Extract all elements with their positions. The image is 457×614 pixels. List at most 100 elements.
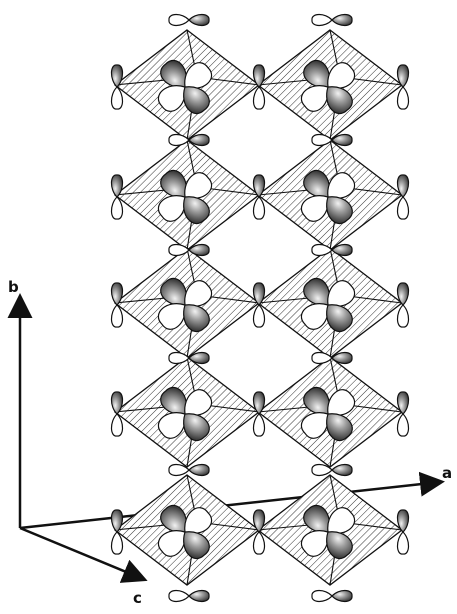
p-lobe-light xyxy=(168,133,190,147)
octahedron xyxy=(113,29,261,141)
a-axis xyxy=(19,471,445,530)
c-axis xyxy=(19,526,148,583)
d-lobe-light xyxy=(157,412,186,439)
d-orbital xyxy=(157,277,213,333)
d-lobe-light xyxy=(300,303,329,330)
p-lobe-light xyxy=(252,196,266,220)
d-lobe-dark xyxy=(303,59,330,88)
p-lobe-dark xyxy=(252,64,266,88)
d-lobe-light xyxy=(327,389,356,416)
bridging-p-orbital xyxy=(168,133,210,147)
p-lobe-light xyxy=(110,531,124,555)
d-orbital xyxy=(300,386,356,442)
d-lobe-light xyxy=(300,195,329,222)
p-lobe-light xyxy=(396,531,410,555)
bridging-p-orbital xyxy=(168,351,210,365)
d-orbital xyxy=(300,277,356,333)
octahedron xyxy=(113,247,261,359)
p-lobe-dark xyxy=(188,589,210,603)
bridging-p-orbital xyxy=(311,463,353,477)
d-lobe-dark xyxy=(183,304,210,333)
p-lobe-light xyxy=(168,243,190,257)
bridging-p-orbital xyxy=(311,243,353,257)
d-lobe-dark xyxy=(160,386,187,415)
d-orbital xyxy=(300,504,356,560)
d-lobe-dark xyxy=(326,304,353,333)
d-orbital xyxy=(157,504,213,560)
p-lobe-light xyxy=(168,351,190,365)
d-lobe-light xyxy=(300,412,329,439)
p-lobe-dark xyxy=(396,282,410,306)
p-lobe-dark xyxy=(110,391,124,415)
p-lobe-dark xyxy=(331,13,353,27)
bridging-p-orbital xyxy=(252,509,266,555)
octahedron xyxy=(256,29,404,141)
bridging-p-orbital xyxy=(396,282,410,328)
octahedron xyxy=(113,474,261,586)
p-lobe-light xyxy=(252,531,266,555)
bridging-p-orbital xyxy=(252,174,266,220)
d-lobe-dark xyxy=(183,196,210,225)
bridging-p-orbital xyxy=(311,13,353,27)
p-lobe-light xyxy=(252,413,266,437)
d-lobe-light xyxy=(157,303,186,330)
d-lobe-light xyxy=(157,195,186,222)
bridging-p-orbital xyxy=(252,391,266,437)
bridging-p-orbital xyxy=(311,133,353,147)
d-lobe-light xyxy=(300,530,329,557)
bridging-p-orbital xyxy=(396,509,410,555)
p-lobe-dark xyxy=(331,463,353,477)
d-lobe-light xyxy=(157,530,186,557)
p-lobe-light xyxy=(110,304,124,328)
d-orbital xyxy=(300,169,356,225)
d-lobe-dark xyxy=(183,531,210,560)
d-lobe-dark xyxy=(160,59,187,88)
p-lobe-light xyxy=(110,86,124,110)
p-lobe-dark xyxy=(110,282,124,306)
p-lobe-dark xyxy=(331,351,353,365)
p-lobe-light xyxy=(396,196,410,220)
bridging-p-orbital xyxy=(110,282,124,328)
p-lobe-dark xyxy=(188,351,210,365)
d-lobe-light xyxy=(327,507,356,534)
d-lobe-dark xyxy=(183,413,210,442)
d-lobe-light xyxy=(184,172,213,199)
d-lobe-dark xyxy=(160,504,187,533)
p-lobe-light xyxy=(311,463,333,477)
p-lobe-light xyxy=(396,413,410,437)
bridging-p-orbital xyxy=(311,589,353,603)
d-lobe-dark xyxy=(303,277,330,306)
d-lobe-light xyxy=(300,85,329,112)
octahedron xyxy=(113,356,261,468)
octahedron xyxy=(113,139,261,251)
p-lobe-light xyxy=(396,304,410,328)
p-lobe-light xyxy=(311,351,333,365)
p-lobe-dark xyxy=(396,391,410,415)
p-lobe-light xyxy=(311,589,333,603)
bridging-p-orbital xyxy=(168,243,210,257)
octahedron xyxy=(256,247,404,359)
p-lobe-light xyxy=(311,133,333,147)
p-lobe-dark xyxy=(188,13,210,27)
p-lobe-dark xyxy=(188,243,210,257)
d-lobe-light xyxy=(184,280,213,307)
bridging-p-orbital xyxy=(168,463,210,477)
p-lobe-dark xyxy=(252,509,266,533)
p-lobe-light xyxy=(110,413,124,437)
p-lobe-dark xyxy=(252,391,266,415)
d-lobe-light xyxy=(327,172,356,199)
d-lobe-light xyxy=(184,389,213,416)
d-lobe-light xyxy=(184,507,213,534)
p-lobe-light xyxy=(252,304,266,328)
p-lobe-dark xyxy=(396,64,410,88)
p-lobe-dark xyxy=(252,174,266,198)
d-lobe-dark xyxy=(303,386,330,415)
d-lobe-dark xyxy=(183,86,210,115)
d-lobe-dark xyxy=(326,86,353,115)
bridging-p-orbital xyxy=(110,391,124,437)
p-lobe-dark xyxy=(396,509,410,533)
d-lobe-light xyxy=(327,280,356,307)
bridging-p-orbital xyxy=(396,391,410,437)
p-lobe-light xyxy=(168,463,190,477)
